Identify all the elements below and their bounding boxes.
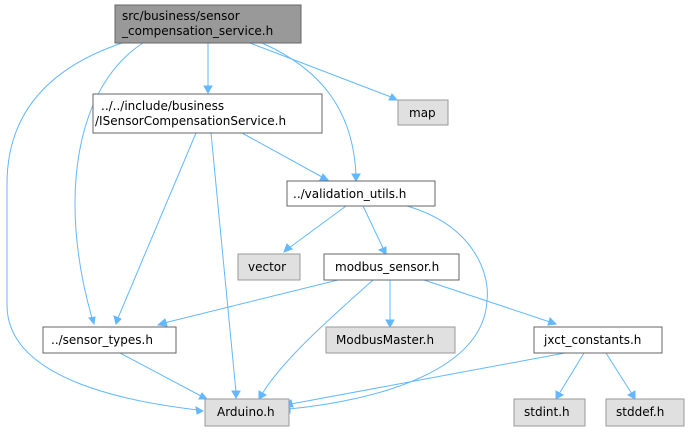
- edge-validation-to-arduino: [281, 205, 488, 414]
- edge-validation-to-modbus-sensor: [362, 205, 387, 255]
- node-isensor-label-line1: ../../include/business: [101, 99, 224, 113]
- node-root-label-line1: src/business/sensor: [122, 9, 240, 23]
- node-jxct-constants[interactable]: jxct_constants.h: [533, 326, 663, 354]
- node-stdint[interactable]: stdint.h: [513, 398, 586, 427]
- node-vector-label: vector: [248, 260, 286, 274]
- node-modbus-master-label: ModbusMaster.h: [336, 333, 434, 347]
- edge-sensor-types-to-arduino: [119, 352, 209, 400]
- edge-modbus-sensor-to-modbus-master: [385, 280, 395, 329]
- node-map[interactable]: map: [397, 99, 449, 126]
- node-stdint-label: stdint.h: [524, 405, 570, 419]
- node-arduino[interactable]: Arduino.h: [204, 398, 290, 427]
- node-modbus-master[interactable]: ModbusMaster.h: [325, 326, 456, 354]
- node-sensor-types-label: ../sensor_types.h: [51, 333, 153, 347]
- node-root-label-line2: _compensation_service.h: [121, 24, 273, 38]
- node-validation-label: ../validation_utils.h: [293, 187, 406, 201]
- edge-jxct-to-stdint: [555, 352, 585, 400]
- node-map-label: map: [409, 106, 436, 120]
- node-isensor-compensation-header[interactable]: ../../include/business /ISensorCompensat…: [92, 93, 323, 134]
- node-validation-utils[interactable]: ../validation_utils.h: [286, 180, 436, 207]
- node-sensor-types[interactable]: ../sensor_types.h: [42, 326, 177, 354]
- edge-root-to-map: [249, 42, 399, 101]
- edge-root-to-arduino: [6, 42, 205, 415]
- node-stddef-label: stddef.h: [616, 405, 664, 419]
- node-modbus-sensor-label: modbus_sensor.h: [335, 260, 439, 274]
- edge-modbus-sensor-to-sensor-types: [156, 279, 339, 327]
- node-stddef[interactable]: stddef.h: [605, 398, 685, 427]
- node-jxct-label: jxct_constants.h: [543, 333, 641, 347]
- node-modbus-sensor[interactable]: modbus_sensor.h: [323, 253, 460, 281]
- edge-isensor-to-sensor-types: [113, 132, 197, 325]
- edge-modbus-sensor-to-jxct: [423, 279, 558, 326]
- node-arduino-label: Arduino.h: [217, 405, 275, 419]
- node-vector[interactable]: vector: [237, 253, 301, 281]
- node-root-service-header[interactable]: src/business/sensor _compensation_servic…: [114, 4, 302, 44]
- edge-root-to-validation: [261, 42, 361, 183]
- edge-root-to-sensor-types: [74, 42, 144, 326]
- edge-root-to-isensor: [203, 43, 213, 95]
- node-isensor-label-line2: /ISensorCompensationService.h: [95, 114, 286, 128]
- edge-isensor-to-arduino: [210, 132, 241, 400]
- edge-jxct-to-stddef: [605, 352, 636, 400]
- edge-modbus-sensor-to-arduino: [258, 279, 374, 400]
- edge-validation-to-vector: [283, 205, 347, 253]
- edge-isensor-to-validation: [241, 132, 330, 181]
